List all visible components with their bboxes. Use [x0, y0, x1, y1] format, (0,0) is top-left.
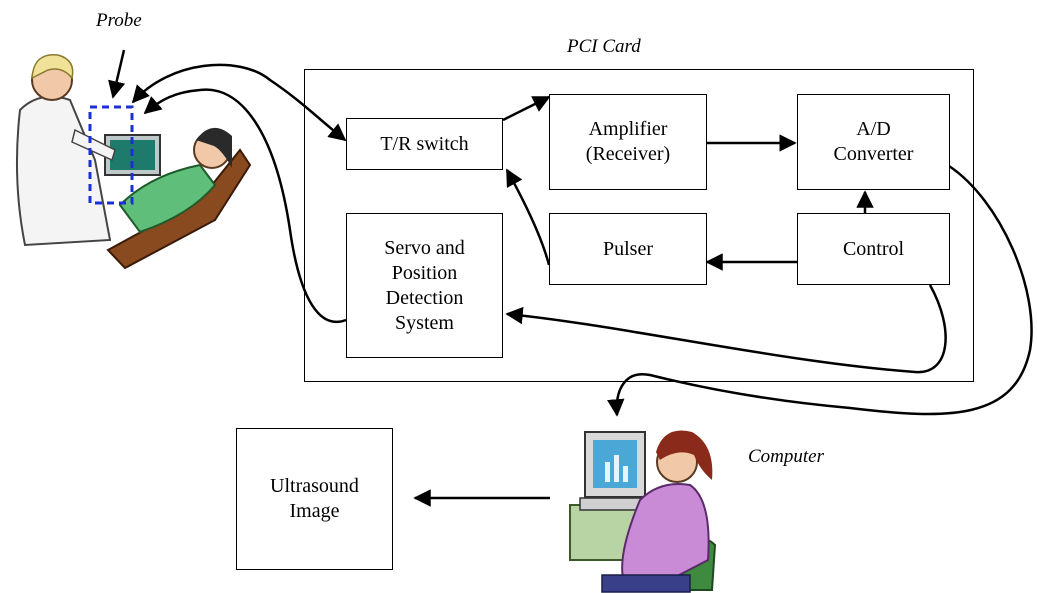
- pci-card-label: PCI Card: [567, 36, 641, 57]
- pci-card-boundary: [304, 69, 974, 382]
- servo-position-block: Servo and Position Detection System: [346, 213, 503, 358]
- pulser-line-1: Pulser: [603, 237, 653, 260]
- probe-label: Probe: [96, 10, 142, 31]
- control-line-1: Control: [842, 237, 905, 260]
- ad-converter-line-2: Converter: [833, 143, 914, 165]
- pulser-block: Pulser: [549, 213, 707, 285]
- amplifier-line-1: Amplifier: [588, 118, 668, 140]
- ultrasound-image-line-1: Ultrasound: [270, 475, 359, 497]
- tr-switch-block: T/R switch: [346, 118, 503, 170]
- servo-line-3: Detection: [385, 286, 464, 309]
- servo-line-4: System: [395, 311, 454, 334]
- ad-converter-line-1: A/D: [856, 118, 891, 140]
- amplifier-line-2: (Receiver): [585, 143, 671, 165]
- control-block: Control: [797, 213, 950, 285]
- ultrasound-image-block: Ultrasound Image: [236, 428, 393, 570]
- doctor-with-probe-icon: [15, 53, 252, 270]
- amplifier-block: Amplifier (Receiver): [549, 94, 707, 190]
- servo-line-2: Position: [391, 261, 458, 284]
- ultrasound-image-line-2: Image: [289, 500, 340, 522]
- person-at-computer-icon: [569, 430, 717, 593]
- computer-label: Computer: [748, 446, 824, 467]
- tr-switch-line-1: T/R switch: [380, 132, 469, 155]
- servo-line-1: Servo and: [384, 236, 465, 259]
- ad-converter-block: A/D Converter: [797, 94, 950, 190]
